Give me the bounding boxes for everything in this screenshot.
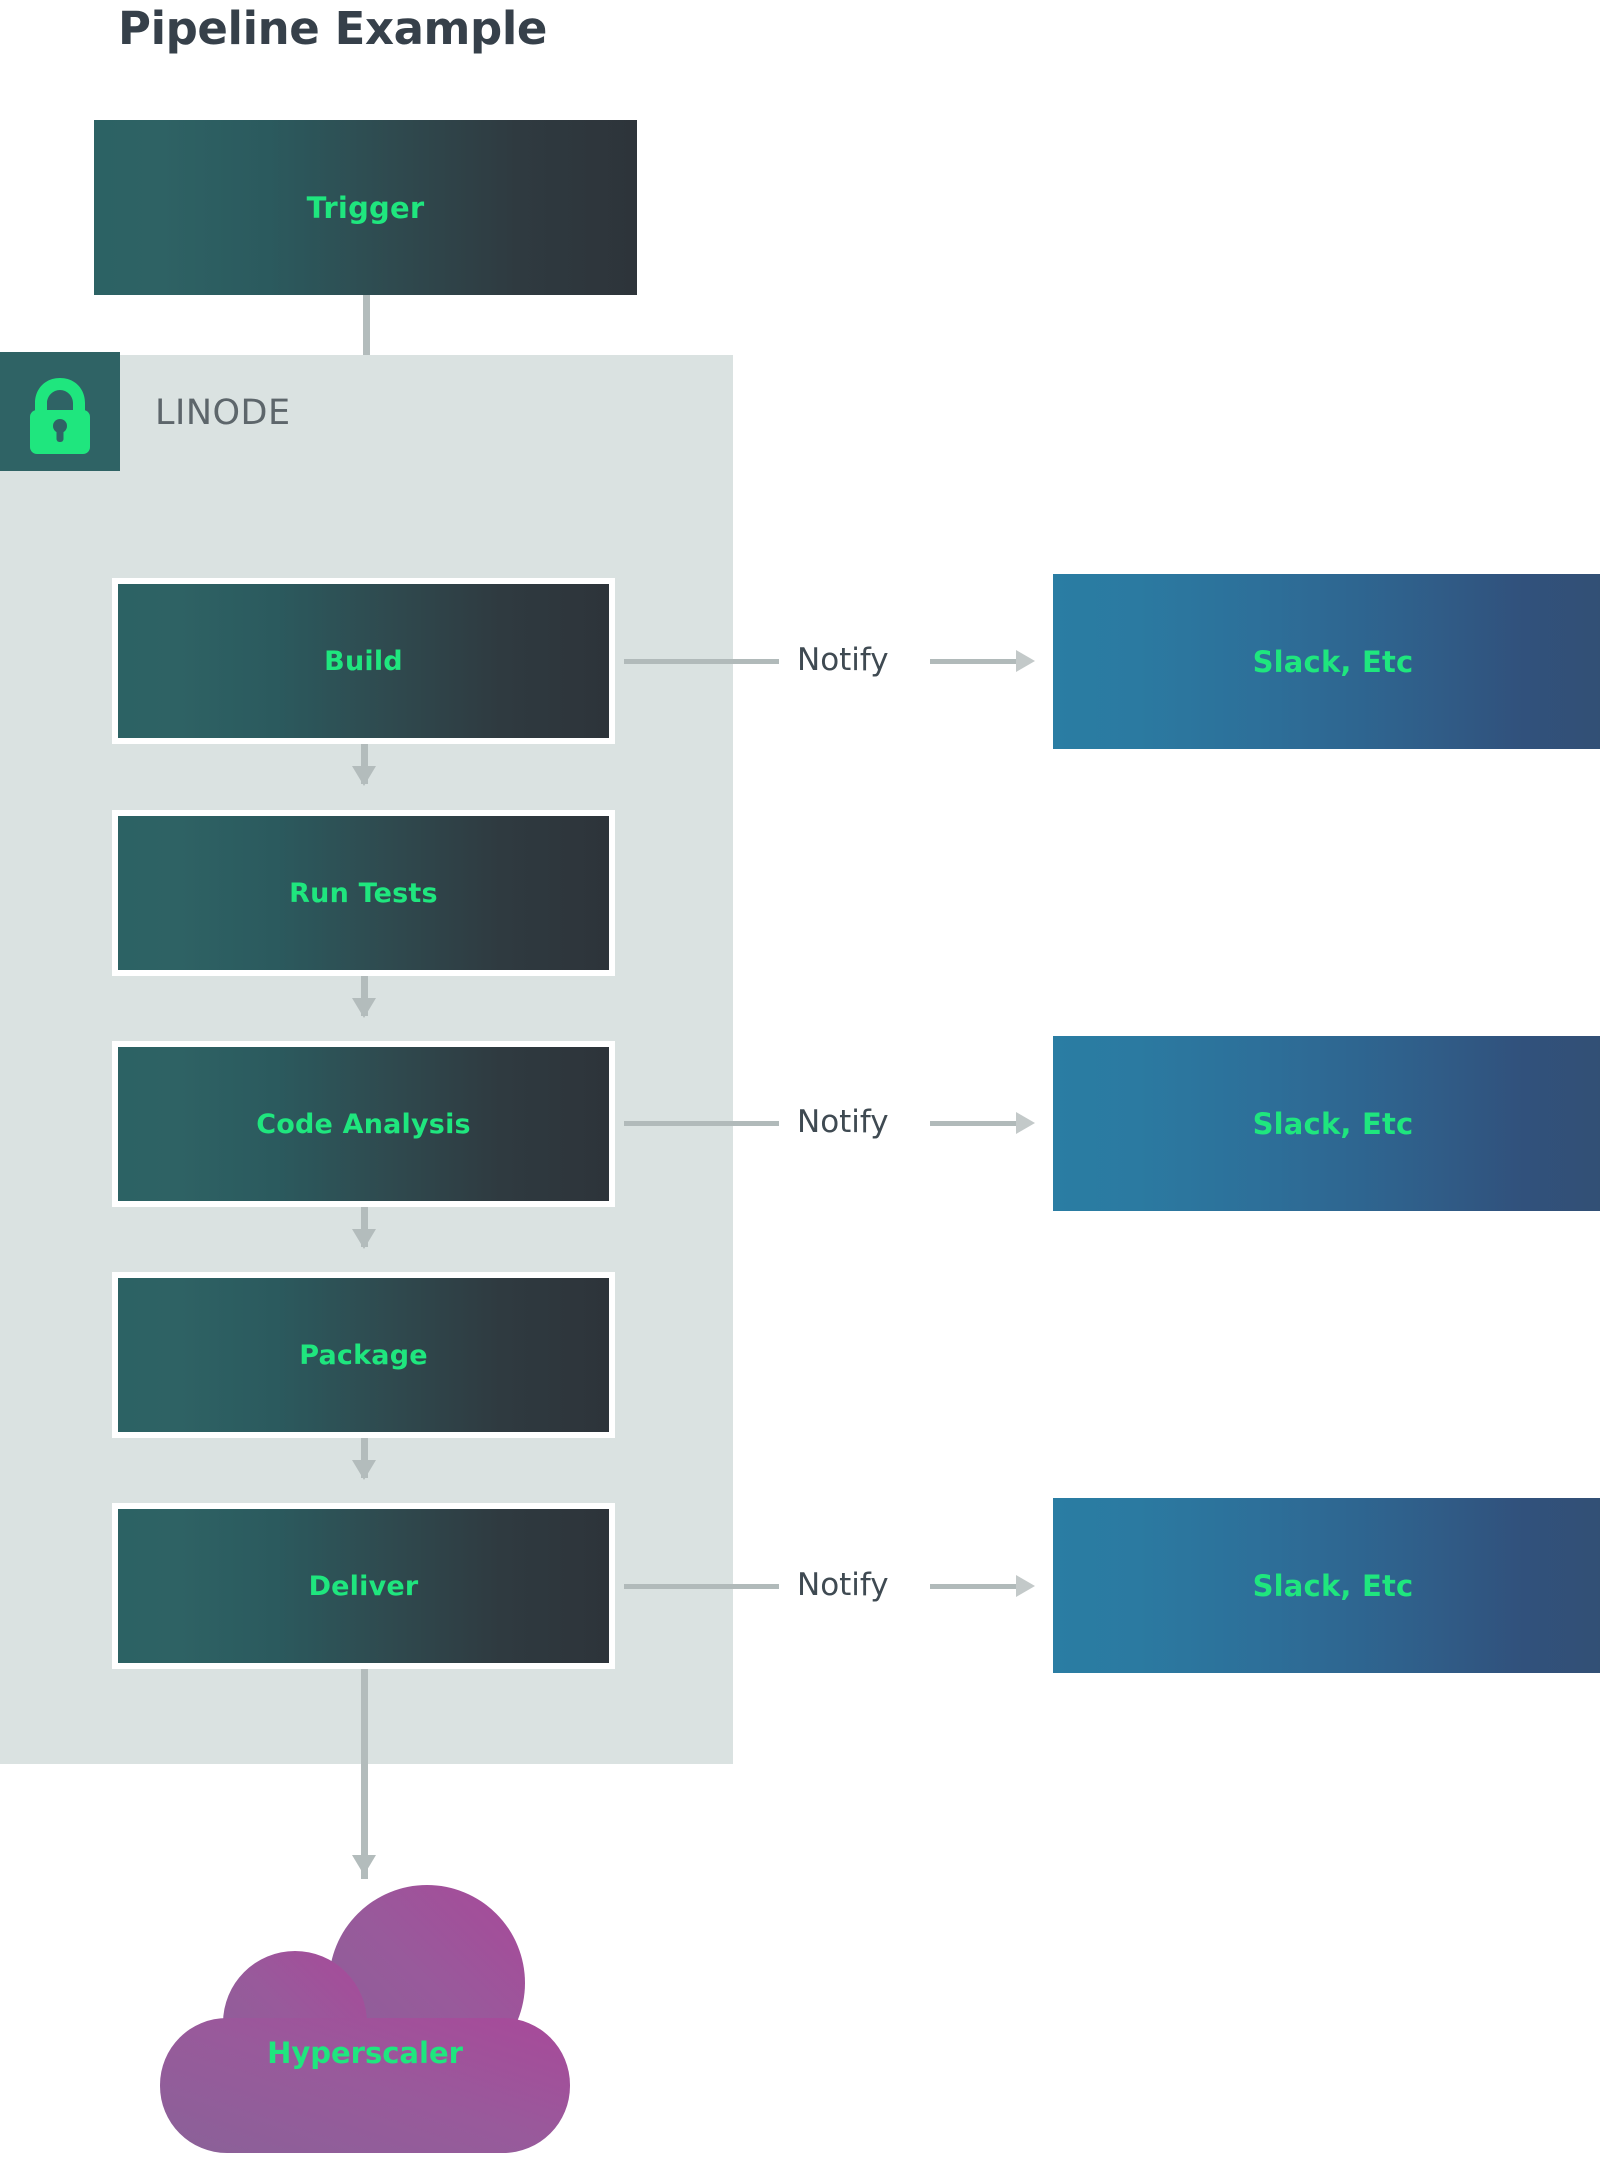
- connector-run-tests-to-code-analysis-arrowhead: [352, 998, 376, 1018]
- notify-target-deliver[interactable]: Slack, Etc: [1053, 1498, 1600, 1673]
- stage-label-deliver: Deliver: [308, 1570, 419, 1602]
- notify-line-right-deliver: [930, 1584, 1020, 1589]
- notify-target-label-code-analysis: Slack, Etc: [1252, 1106, 1414, 1141]
- connector-package-to-deliver: [361, 1438, 368, 1478]
- connector-code-analysis-to-package: [361, 1207, 368, 1247]
- lock-icon: [0, 352, 120, 471]
- hyperscaler-cloud[interactable]: Hyperscaler: [140, 1878, 590, 2168]
- stage-label-package: Package: [299, 1339, 428, 1371]
- page-title: Pipeline Example: [118, 2, 547, 55]
- trigger-label: Trigger: [306, 190, 425, 225]
- stage-box-package[interactable]: Package: [112, 1272, 615, 1438]
- stage-box-code-analysis[interactable]: Code Analysis: [112, 1041, 615, 1207]
- notify-target-label-deliver: Slack, Etc: [1252, 1568, 1414, 1603]
- notify-label-deliver: Notify: [797, 1567, 889, 1603]
- hyperscaler-label: Hyperscaler: [267, 2036, 463, 2070]
- notify-target-code-analysis[interactable]: Slack, Etc: [1053, 1036, 1600, 1211]
- notify-line-right-build: [930, 659, 1020, 664]
- stage-box-deliver[interactable]: Deliver: [112, 1503, 615, 1669]
- notify-line-right-code-analysis: [930, 1121, 1020, 1126]
- connector-build-to-run-tests: [361, 744, 368, 784]
- stage-box-build[interactable]: Build: [112, 578, 615, 744]
- notify-line-left-deliver: [624, 1584, 779, 1589]
- stage-label-code-analysis: Code Analysis: [256, 1108, 471, 1140]
- connector-code-analysis-to-package-arrowhead: [352, 1229, 376, 1249]
- connector-package-to-deliver-arrowhead: [352, 1460, 376, 1480]
- notify-label-build: Notify: [797, 642, 889, 678]
- notify-arrowhead-code-analysis: [1016, 1112, 1035, 1134]
- notify-line-left-code-analysis: [624, 1121, 779, 1126]
- notify-arrowhead-build: [1016, 650, 1035, 672]
- stage-box-run-tests[interactable]: Run Tests: [112, 810, 615, 976]
- trigger-box[interactable]: Trigger: [94, 120, 637, 295]
- notify-target-label-build: Slack, Etc: [1252, 644, 1414, 679]
- connector-run-tests-to-code-analysis: [361, 976, 368, 1016]
- connector-deliver-to-hyperscaler: [361, 1669, 368, 1879]
- stage-label-build: Build: [324, 645, 403, 677]
- notify-line-left-build: [624, 659, 779, 664]
- connector-build-to-run-tests-arrowhead: [352, 766, 376, 786]
- notify-arrowhead-deliver: [1016, 1575, 1035, 1597]
- linode-zone-label: LINODE: [155, 393, 291, 433]
- connector-deliver-to-hyperscaler-arrowhead: [352, 1855, 376, 1875]
- stage-label-run-tests: Run Tests: [289, 877, 438, 909]
- notify-label-code-analysis: Notify: [797, 1104, 889, 1140]
- notify-target-build[interactable]: Slack, Etc: [1053, 574, 1600, 749]
